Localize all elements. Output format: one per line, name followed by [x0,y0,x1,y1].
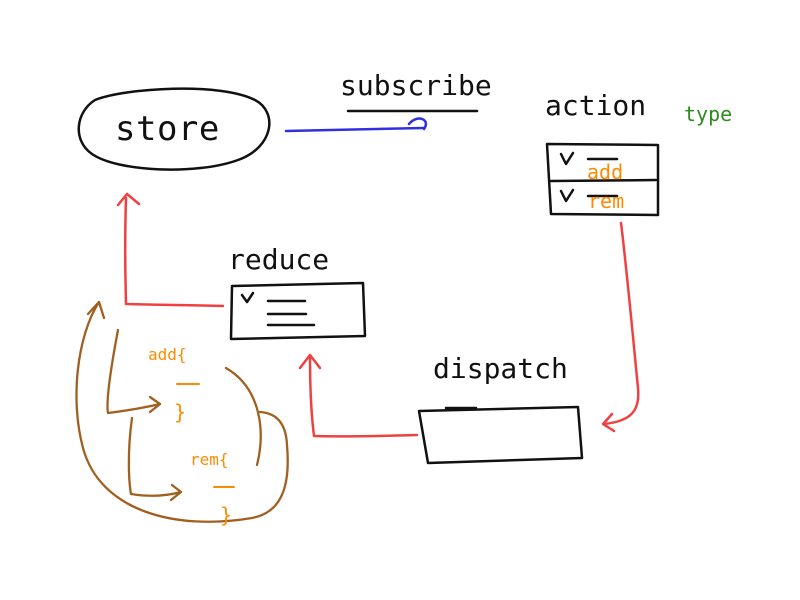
type-label: type [684,102,732,126]
reduce-to-store-arrow-head [116,192,141,207]
reduce-check-icon [240,291,255,304]
code-close-brace-1: } [174,400,186,424]
action-label: action [545,89,646,122]
dispatch-label: dispatch [433,352,568,385]
reduce-box [229,281,367,341]
branch-lower-line [127,416,183,497]
action-to-dispatch-arrow-head [601,412,616,433]
code-rem-brace: rem{ [190,450,229,469]
outer-loop-arrow-head [86,300,106,320]
action-to-dispatch-arrow [602,221,640,426]
code-flow-sketch [75,300,289,523]
dispatch-to-reduce-arrow [308,356,419,438]
action-list-outline [545,142,660,217]
action-item-rem-check-icon [559,188,575,203]
code-add-brace: add{ [148,345,187,364]
store-node [77,87,271,171]
subscribe-arrow-head [407,117,427,131]
dispatch-box [417,405,584,465]
action-list: add rem [545,142,660,217]
reduce-to-store-arrow [124,196,225,308]
subscribe-label: subscribe [340,69,492,102]
action-item-rem-label: rem [588,189,624,213]
dispatch-to-reduce-arrow-head [298,353,322,370]
branch-trunk-line [106,328,162,415]
code-close-brace-2: } [220,503,232,527]
outer-loop-line [75,300,289,523]
action-item-add-label: add [587,160,623,184]
store-label: store [115,109,220,149]
action-item-add-check-icon [559,151,575,166]
action-list-divider [549,178,658,183]
branch-arrow-1-head [148,395,162,414]
branch-arrow-2-head [169,483,183,502]
reduce-label: reduce [228,243,329,276]
inner-loop-line [224,366,262,467]
subscribe-arrow [284,126,426,133]
